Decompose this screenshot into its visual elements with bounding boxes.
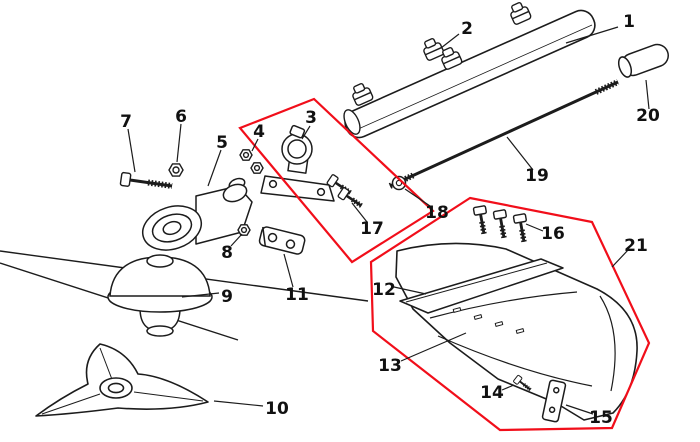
part-9-blade-holder <box>107 254 213 337</box>
leader-5 <box>207 149 222 187</box>
leader-4 <box>251 138 259 152</box>
leader-9 <box>181 292 220 298</box>
leader-21 <box>611 248 630 268</box>
leader-20 <box>645 79 650 110</box>
leader-2 <box>440 33 460 49</box>
callout-14: 14 <box>480 383 504 403</box>
guard-screw-3 <box>513 214 530 243</box>
part-15-limiter-plate <box>541 379 567 423</box>
part-3-shaft-clamp <box>260 124 335 202</box>
callout-1: 1 <box>623 12 635 32</box>
leader-16 <box>525 223 544 232</box>
highlight-region-guard-group <box>369 196 651 432</box>
part-18-washer <box>391 175 407 191</box>
callout-10: 10 <box>265 399 289 419</box>
callout-3: 3 <box>305 108 317 128</box>
callout-11: 11 <box>285 285 309 305</box>
leader-10 <box>213 400 264 407</box>
callout-9: 9 <box>221 287 233 307</box>
part-7-bolt <box>119 171 173 189</box>
callout-2: 2 <box>461 19 473 39</box>
guard-screw-2 <box>493 210 510 239</box>
leader-13 <box>400 332 467 362</box>
callout-7: 7 <box>120 112 132 132</box>
part-4-nuts <box>239 149 264 174</box>
clamp-loose-2 <box>506 0 533 26</box>
callout-17: 17 <box>360 219 384 239</box>
leader-15 <box>565 404 594 415</box>
callout-21: 21 <box>624 236 648 256</box>
clamp-loose-1 <box>419 35 446 62</box>
part-5-gear-head <box>141 177 253 251</box>
leader-8 <box>230 233 243 247</box>
leader-6 <box>176 123 182 163</box>
part-20-grip <box>617 43 669 78</box>
callout-6: 6 <box>175 107 187 127</box>
leader-17 <box>351 202 368 223</box>
callout-18: 18 <box>425 203 449 223</box>
callout-5: 5 <box>216 133 228 153</box>
leader-12 <box>393 286 427 295</box>
callout-15: 15 <box>589 408 613 428</box>
leader-14 <box>501 384 515 391</box>
callout-19: 19 <box>525 166 549 186</box>
part-8-nut <box>237 224 251 236</box>
callout-13: 13 <box>378 356 402 376</box>
leader-18 <box>404 188 431 207</box>
callout-16: 16 <box>541 224 565 244</box>
part-11-bracket <box>258 226 306 255</box>
part-12-deflector <box>399 258 564 314</box>
highlight-region-clamp-group <box>238 97 435 264</box>
callout-4: 4 <box>253 122 265 142</box>
leader-1 <box>565 26 619 44</box>
leader-7 <box>127 128 136 173</box>
leader-11 <box>283 253 294 288</box>
callout-12: 12 <box>372 280 396 300</box>
callout-8: 8 <box>221 243 233 263</box>
leader-19 <box>506 136 534 171</box>
part-6-nut <box>168 163 184 177</box>
leader-3 <box>301 125 311 140</box>
part-17-bolts <box>327 174 365 210</box>
part-10-blade <box>35 343 209 417</box>
leader-lines <box>127 26 650 415</box>
callout-20: 20 <box>636 106 660 126</box>
guard-screw-1 <box>473 206 490 235</box>
part-16-screws <box>473 206 530 243</box>
